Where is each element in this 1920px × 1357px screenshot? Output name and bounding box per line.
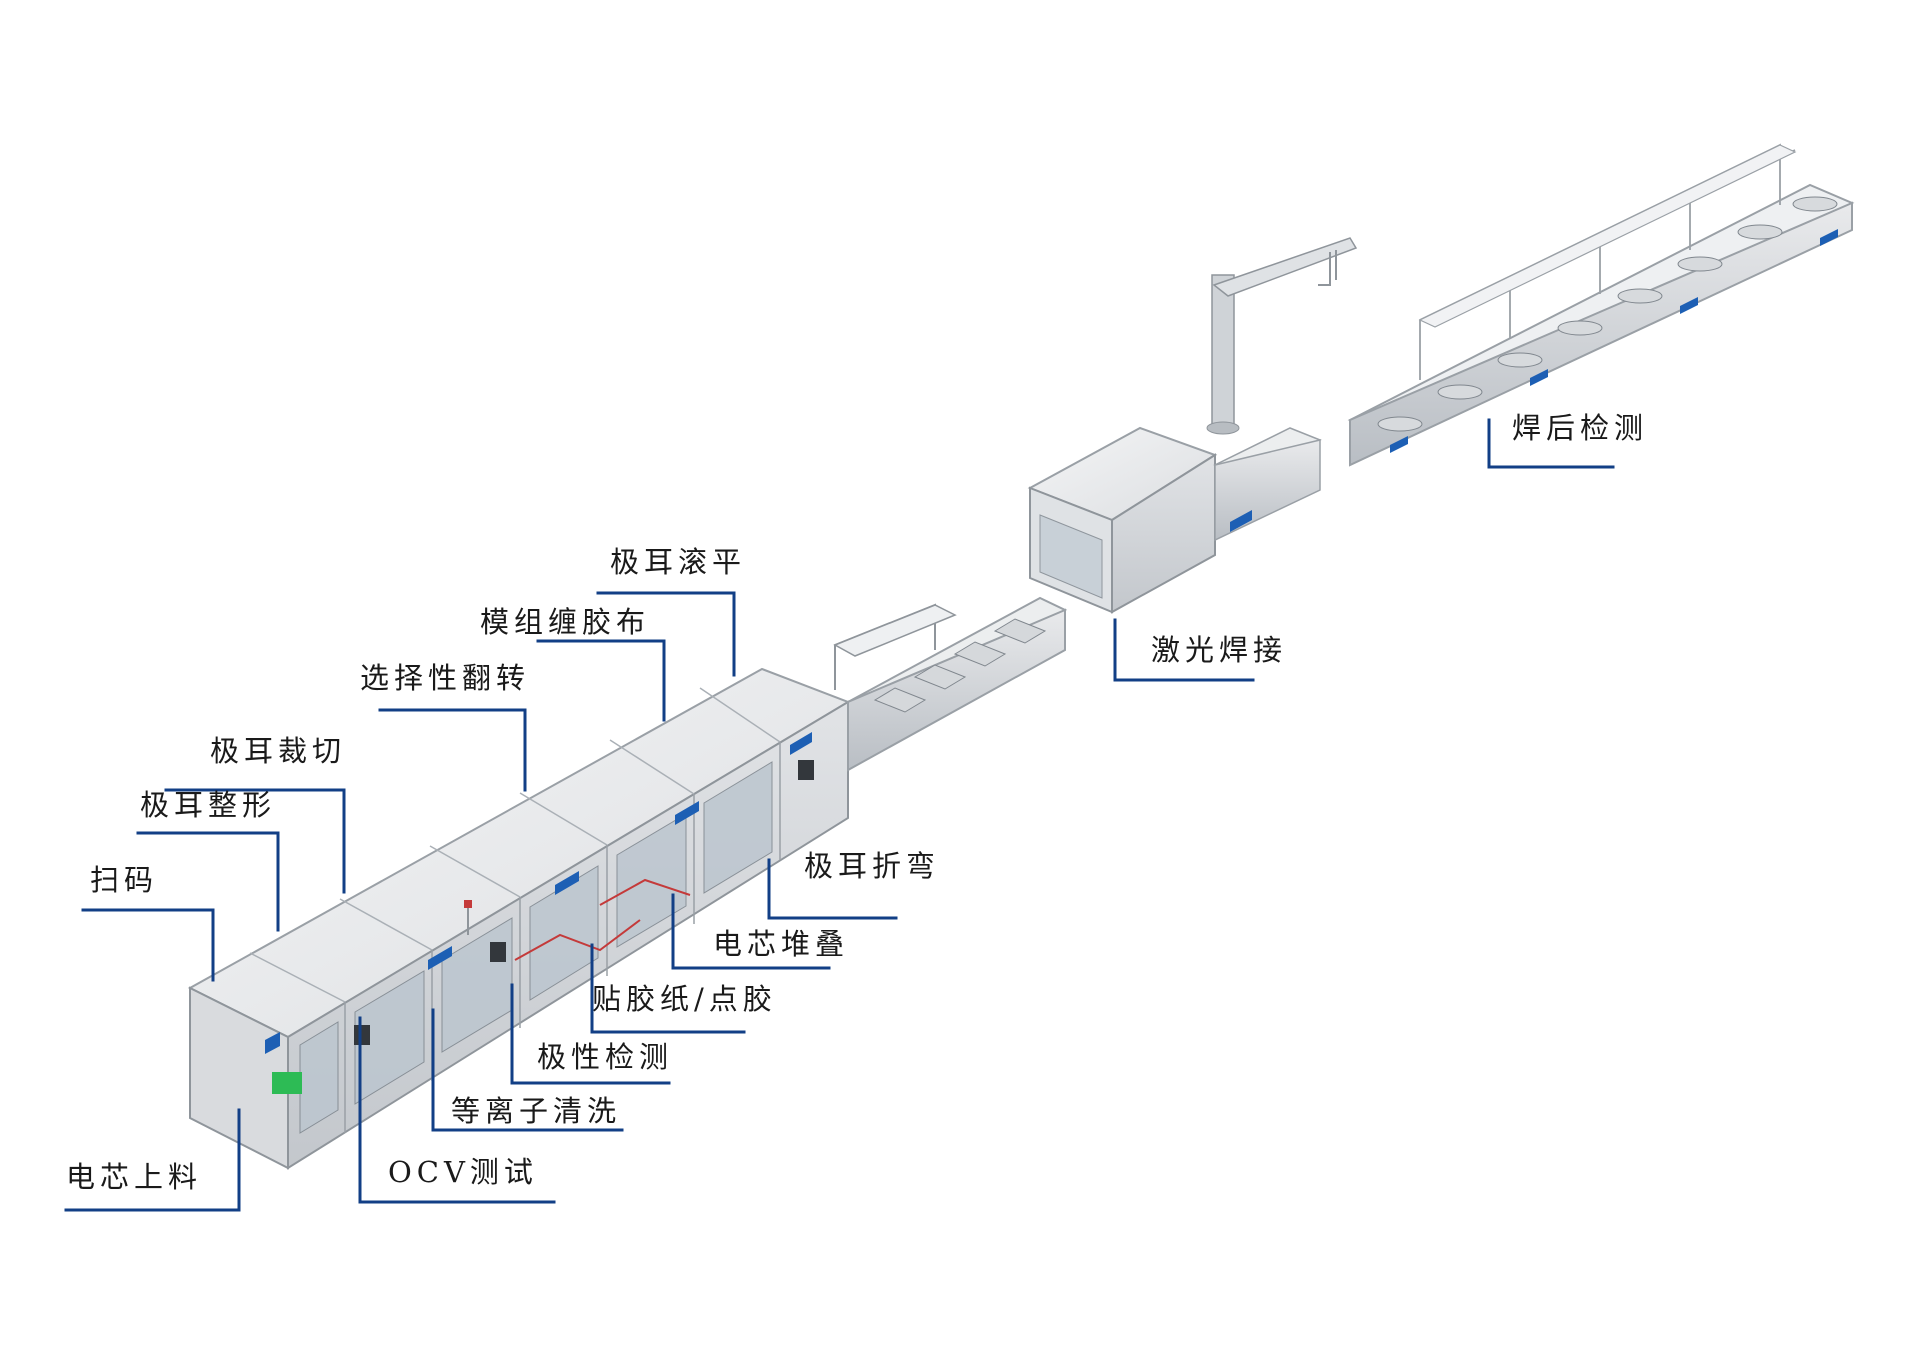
- welding-badge: [1230, 510, 1252, 532]
- window-panels: [299, 761, 773, 1134]
- label-polarity-check: 极性检测: [537, 1040, 674, 1074]
- laser-welding-station: [1027, 237, 1358, 614]
- inspection-fixtures: [1377, 196, 1838, 432]
- leader-tab-flattening: [596, 591, 736, 677]
- robot-arm: [1206, 237, 1358, 435]
- leader-tab-bending: [767, 858, 898, 920]
- brand-badges: [265, 732, 812, 1054]
- label-post-weld-inspection: 焊后检测: [1512, 411, 1649, 445]
- label-plasma-cleaning: 等离子清洗: [451, 1094, 622, 1128]
- label-tab-bending: 极耳折弯: [804, 849, 941, 883]
- leader-ocv-test: [358, 1016, 556, 1204]
- conveyor-side: [847, 608, 1066, 772]
- label-tab-shaping: 极耳整形: [140, 788, 277, 822]
- label-glue-application: 贴胶纸/点胶: [592, 982, 777, 1016]
- inspection-badges: [1390, 229, 1838, 453]
- hmi-screen-1: [354, 1025, 370, 1045]
- leader-module-taping: [536, 639, 666, 722]
- leader-selective-flip: [378, 708, 527, 792]
- inspection-conveyor-side: [1349, 201, 1853, 467]
- leader-laser-welding: [1113, 618, 1255, 682]
- label-cell-loading: 电芯上料: [66, 1160, 203, 1194]
- welding-cabin-side: [1111, 453, 1216, 614]
- front-bay-dividers: [344, 742, 781, 1133]
- label-selective-flip: 选择性翻转: [360, 661, 531, 695]
- label-ocv-test: OCV测试: [388, 1155, 538, 1189]
- leader-cell-stacking: [671, 893, 831, 970]
- leader-tab-cutting: [164, 788, 346, 894]
- welding-outfeed-side: [1214, 439, 1321, 542]
- leader-glue-application: [590, 943, 746, 1034]
- internal-wiring: [514, 878, 691, 961]
- label-tab-cutting: 极耳裁切: [210, 734, 347, 768]
- leader-plasma-cleaning: [431, 1008, 624, 1132]
- status-indicator: [272, 1072, 302, 1094]
- label-cell-stacking: 电芯堆叠: [713, 927, 850, 961]
- leader-tab-shaping: [136, 831, 280, 932]
- post-weld-inspection-line: [1347, 143, 1855, 467]
- leader-cell-loading: [64, 1108, 241, 1212]
- label-tab-flattening: 极耳滚平: [610, 545, 747, 579]
- welding-cabin-glass: [1039, 514, 1103, 599]
- main-assembly-machine: [187, 667, 851, 1170]
- warning-light: [464, 900, 472, 935]
- leader-lines: [64, 418, 1615, 1212]
- label-scan-code: 扫码: [90, 863, 159, 897]
- leader-scan-code: [81, 908, 215, 982]
- hmi-screen-2: [490, 942, 506, 962]
- leader-post-weld-inspection: [1487, 418, 1615, 469]
- inspection-gantry-top: [1418, 144, 1797, 328]
- transfer-conveyor: [833, 596, 1068, 772]
- top-panel-seams: [249, 687, 781, 1003]
- leader-polarity-check: [510, 983, 671, 1085]
- label-laser-welding: 激光焊接: [1151, 633, 1288, 667]
- conveyor-fixtures: [873, 618, 1047, 713]
- hmi-screen-3: [798, 760, 814, 780]
- label-module-taping: 模组缠胶布: [480, 605, 651, 639]
- overhead-frame-top: [833, 604, 957, 657]
